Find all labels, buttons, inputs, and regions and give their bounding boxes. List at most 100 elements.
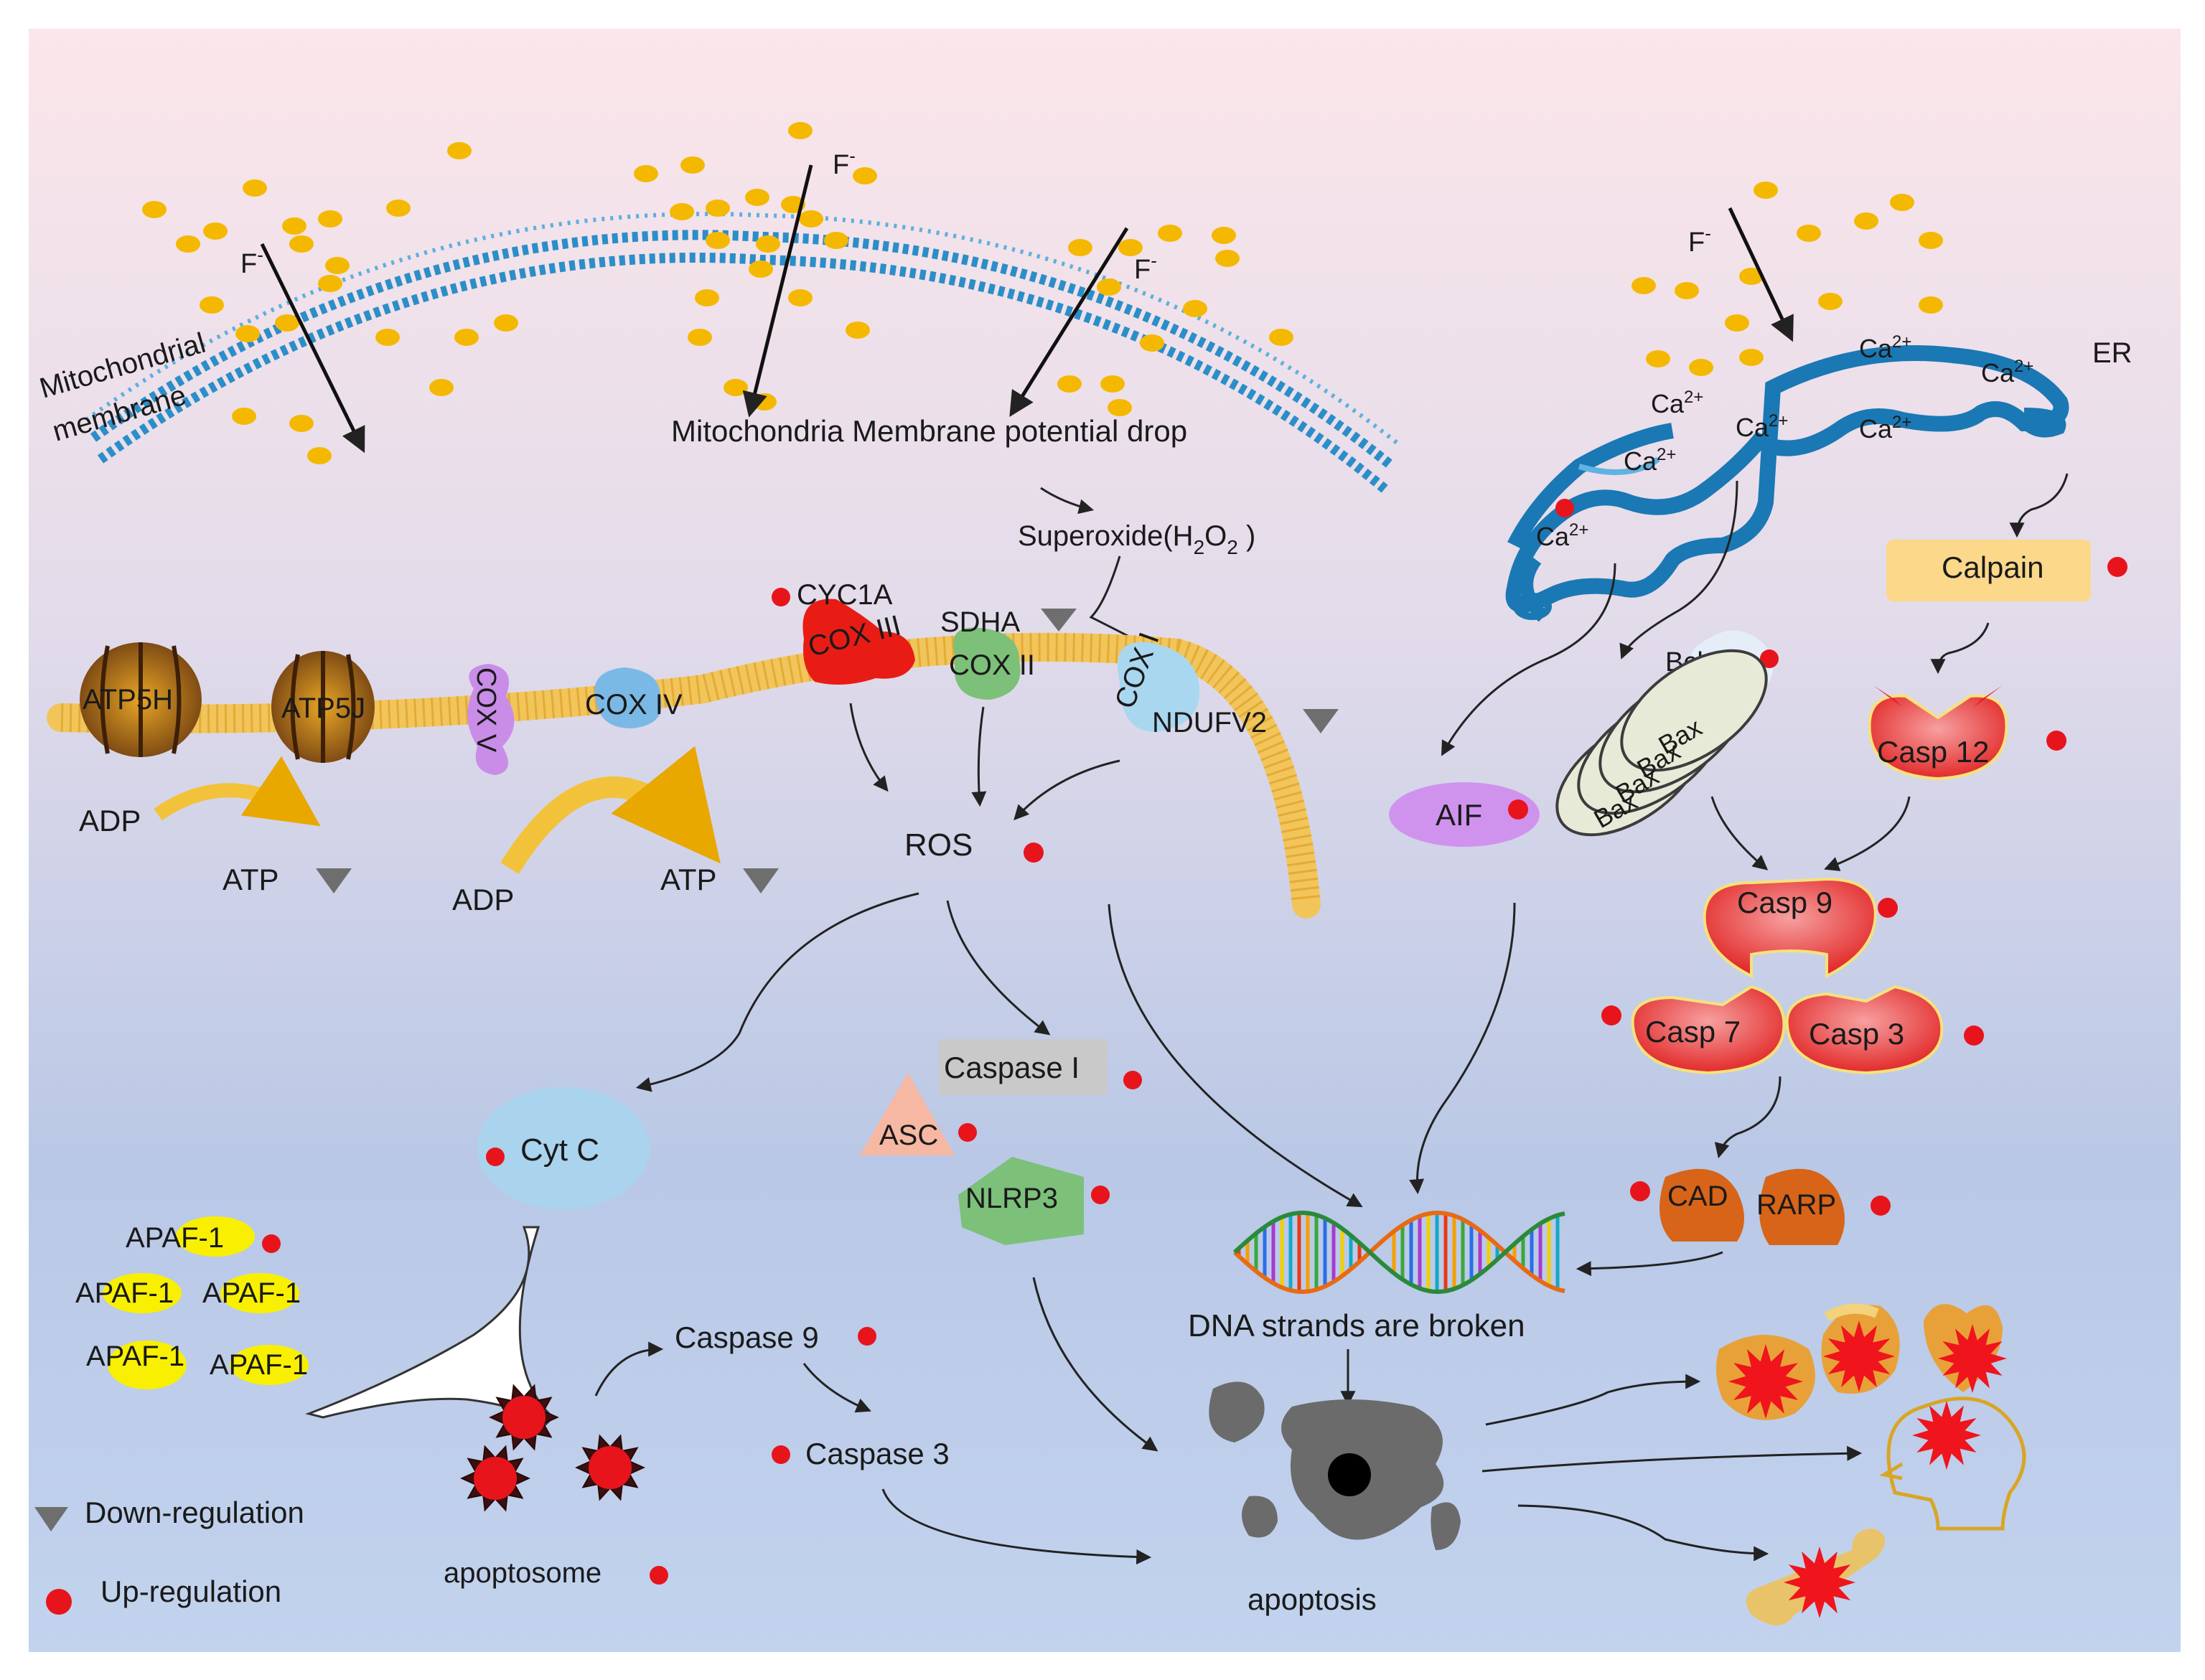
fluoride-entry-4: F-: [1688, 207, 1794, 342]
cad-up-dot: [1630, 1181, 1650, 1201]
casp12-shape: [1868, 685, 2008, 781]
apaf-label-5: APAF-1: [210, 1349, 308, 1381]
casp12-label: Casp 12: [1877, 735, 1989, 769]
sdha-label: SDHA: [940, 606, 1020, 638]
sdha-down-triangle: [1041, 609, 1077, 632]
aif-label: AIF: [1436, 798, 1482, 832]
fluoride-entry-1: F-: [240, 243, 365, 454]
fluoride-label-4: F-: [1688, 222, 1711, 258]
ca-up-dot: [1555, 499, 1574, 517]
calpain-up-dot: [2107, 557, 2127, 577]
ca-label-5: Ca2+: [1859, 413, 1911, 444]
ndufv2-down-triangle: [1303, 709, 1339, 733]
legend-down-triangle: [34, 1507, 68, 1531]
apaf-group: APAF-1 APAF-1 APAF-1 APAF-1 APAF-1: [75, 1216, 309, 1389]
caspase-9-up-dot: [858, 1327, 876, 1346]
adp-label-1: ADP: [79, 804, 141, 837]
legend-up-label: Up-regulation: [100, 1575, 281, 1608]
apaf-label-4: APAF-1: [86, 1341, 184, 1372]
cyc1a-label: CYC1A: [797, 579, 893, 611]
atp-label-2: ATP: [660, 863, 717, 896]
atp-label-1: ATP: [223, 863, 279, 896]
fluoride-entry-2: F-: [742, 145, 856, 418]
ca-label-2: Ca2+: [1981, 357, 2033, 388]
nlrp3-up-dot: [1091, 1186, 1110, 1204]
ros-label: ROS: [904, 827, 973, 863]
cox-v-label: COX V: [471, 667, 501, 753]
cox-iv-complex: COX IV: [585, 667, 683, 728]
ca-label-4: Ca2+: [1736, 411, 1788, 442]
fluoride-label-3: F-: [1134, 250, 1157, 285]
ca-label-1: Ca2+: [1859, 332, 1911, 363]
apaf-label-3: APAF-1: [202, 1277, 301, 1309]
bcl2-up-dot: [1760, 649, 1779, 668]
apoptosis-label: apoptosis: [1247, 1582, 1377, 1616]
aif-ellipse: [1389, 782, 1540, 847]
casp9-shape: [1703, 877, 1877, 979]
apoptotic-cell: [1209, 1381, 1461, 1550]
endoplasmic-reticulum: [1505, 345, 2069, 622]
asc-label: ASC: [879, 1120, 938, 1151]
superoxide-label: Superoxide(H2O2 ): [1018, 520, 1255, 558]
fluoride-label-1: F-: [240, 244, 263, 279]
nlrp3-pentagon: [958, 1157, 1084, 1245]
dna-helix: [1232, 1210, 1565, 1295]
atp5h-complex: ATP5H: [80, 642, 202, 757]
cox-iv-label: COX IV: [585, 689, 683, 721]
rarp-shape: [1759, 1168, 1845, 1245]
cad-shape: [1659, 1168, 1744, 1242]
calpain-box: [1886, 540, 2091, 601]
fluoride-label-2: F-: [833, 145, 856, 180]
atp5j-label: ATP5J: [281, 693, 365, 724]
legend-down-label: Down-regulation: [85, 1496, 304, 1529]
calpain-label: Calpain: [1942, 550, 2044, 584]
ca-label-6: Ca2+: [1624, 445, 1676, 476]
caspase-9-label: Caspase 9: [675, 1320, 819, 1354]
casp3-label: Casp 3: [1809, 1017, 1904, 1051]
caspase-3-label: Caspase 3: [805, 1437, 950, 1470]
fluoride-entry-3: F-: [1009, 227, 1157, 417]
rarp-up-dot: [1871, 1196, 1891, 1216]
cytc-up-dot: [486, 1148, 505, 1166]
apaf-up-dot: [262, 1234, 281, 1253]
membrane-potential-drop: Mitochondria Membrane potential drop: [671, 414, 1187, 448]
nlrp3-label: NLRP3: [965, 1183, 1058, 1214]
cox-v-complex: COX V: [467, 664, 515, 775]
casp3-shape: [1785, 985, 1944, 1075]
cox-ii-complex: COX II: [949, 627, 1035, 700]
dna-broken-label: DNA strands are broken: [1188, 1308, 1525, 1343]
er-label: ER: [2092, 337, 2133, 369]
rarp-label: RARP: [1756, 1189, 1836, 1221]
damage-bursts: [1728, 1320, 2007, 1618]
cytc-binding-cone: [305, 1226, 555, 1427]
cox-iii-complex: COX III: [802, 599, 915, 685]
ca-label-3: Ca2+: [1651, 388, 1703, 418]
ndufv2-label: NDUFV2: [1152, 707, 1267, 738]
legend-up-dot: [46, 1589, 72, 1615]
casp7-shape: [1631, 985, 1786, 1075]
cytc-ellipse: [477, 1087, 650, 1209]
casp9-up-dot: [1878, 898, 1898, 918]
apaf-label-1: APAF-1: [126, 1222, 224, 1254]
atp5j-complex: ATP5J: [271, 651, 375, 763]
apaf-label-2: APAF-1: [75, 1277, 174, 1309]
caspase-i-box: [939, 1039, 1108, 1095]
head-brain-icon: [1879, 1397, 2026, 1531]
casp12-up-dot: [2046, 731, 2066, 751]
apoptosome-stars: [460, 1384, 645, 1512]
caspase-i-up-dot: [1123, 1071, 1142, 1089]
cytc-label: Cyt C: [520, 1132, 599, 1168]
caspase-i-label: Caspase I: [944, 1051, 1080, 1084]
casp3-up-dot: [1964, 1026, 1984, 1046]
cyc1a-up-dot: [772, 588, 790, 606]
ros-up-dot: [1024, 843, 1044, 863]
atp-2-down-triangle: [743, 868, 779, 893]
apoptosome-label: apoptosome: [444, 1557, 601, 1589]
casp9-label: Casp 9: [1737, 886, 1832, 919]
apoptosome-up-dot: [650, 1566, 668, 1585]
atp5h-label: ATP5H: [83, 684, 173, 715]
asc-up-dot: [958, 1123, 977, 1142]
